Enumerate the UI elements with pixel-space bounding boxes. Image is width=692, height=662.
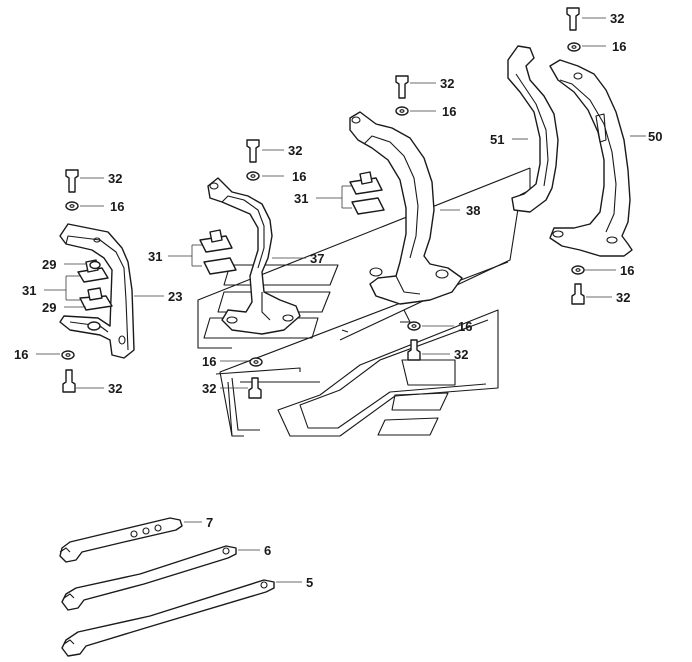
screw-32-left-bottom (62, 369, 76, 393)
screw-32-mid (246, 139, 260, 163)
callout-16-frame-left: 16 (202, 354, 216, 369)
screw-32-left-top (65, 169, 79, 193)
arm-part-38 (349, 111, 463, 305)
arm-part-51 (507, 45, 559, 213)
washer-16-frame-right (407, 321, 421, 331)
callout-32-top-right: 32 (610, 11, 624, 26)
callout-7: 7 (206, 515, 213, 530)
washer-16-top-right (567, 42, 581, 52)
callout-16-left-top: 16 (110, 199, 124, 214)
callout-32-left-bottom: 32 (108, 381, 122, 396)
washer-16-right-bottom (571, 265, 585, 275)
bracket-part-23 (59, 223, 135, 359)
clip-parts-29-31-left (77, 259, 113, 331)
bar-part-5 (61, 579, 275, 657)
callout-29-upper: 29 (42, 257, 56, 272)
callout-29-lower: 29 (42, 300, 56, 315)
screw-32-top-right (566, 7, 580, 31)
callout-31-mid: 31 (148, 249, 162, 264)
callout-5: 5 (306, 575, 313, 590)
screw-32-right-bottom (571, 283, 585, 305)
clip-parts-31-center (349, 171, 385, 215)
callout-16-frame-right: 16 (458, 319, 472, 334)
screw-32-center (395, 75, 409, 99)
callout-32-mid: 32 (288, 143, 302, 158)
callout-16-right-bottom: 16 (620, 263, 634, 278)
callout-51: 51 (490, 132, 504, 147)
callout-37: 37 (310, 251, 324, 266)
washer-16-mid (246, 171, 260, 181)
callout-16-left-bottom: 16 (14, 347, 28, 362)
callout-31-center: 31 (294, 191, 308, 206)
callout-16-mid: 16 (292, 169, 306, 184)
callout-32-frame-right: 32 (454, 347, 468, 362)
callout-labels: 32 16 32 16 51 50 32 16 31 38 32 16 29 3… (14, 11, 662, 590)
callout-38: 38 (466, 203, 480, 218)
callout-32-center: 32 (440, 76, 454, 91)
callout-6: 6 (264, 543, 271, 558)
screw-32-frame-left (248, 377, 262, 399)
callout-16-top-right: 16 (612, 39, 626, 54)
callout-32-left-top: 32 (108, 171, 122, 186)
callout-23: 23 (168, 289, 182, 304)
screw-32-frame-right (407, 339, 421, 361)
callout-50: 50 (648, 129, 662, 144)
callout-31-left: 31 (22, 283, 36, 298)
callout-32-frame-left: 32 (202, 381, 216, 396)
washer-16-left-bottom (61, 350, 75, 360)
washer-16-center (395, 106, 409, 116)
arm-part-37 (207, 177, 301, 335)
washer-16-frame-left (249, 357, 263, 367)
washer-16-left-top (65, 201, 79, 211)
cabinet-frame-outline (197, 167, 531, 437)
callout-32-right-bottom: 32 (616, 290, 630, 305)
clip-parts-31-mid (199, 229, 237, 275)
leader-lines (36, 17, 646, 583)
arm-part-50 (549, 59, 633, 257)
bar-part-6 (61, 545, 237, 611)
callout-16-center: 16 (442, 104, 456, 119)
bar-part-7 (59, 517, 183, 563)
